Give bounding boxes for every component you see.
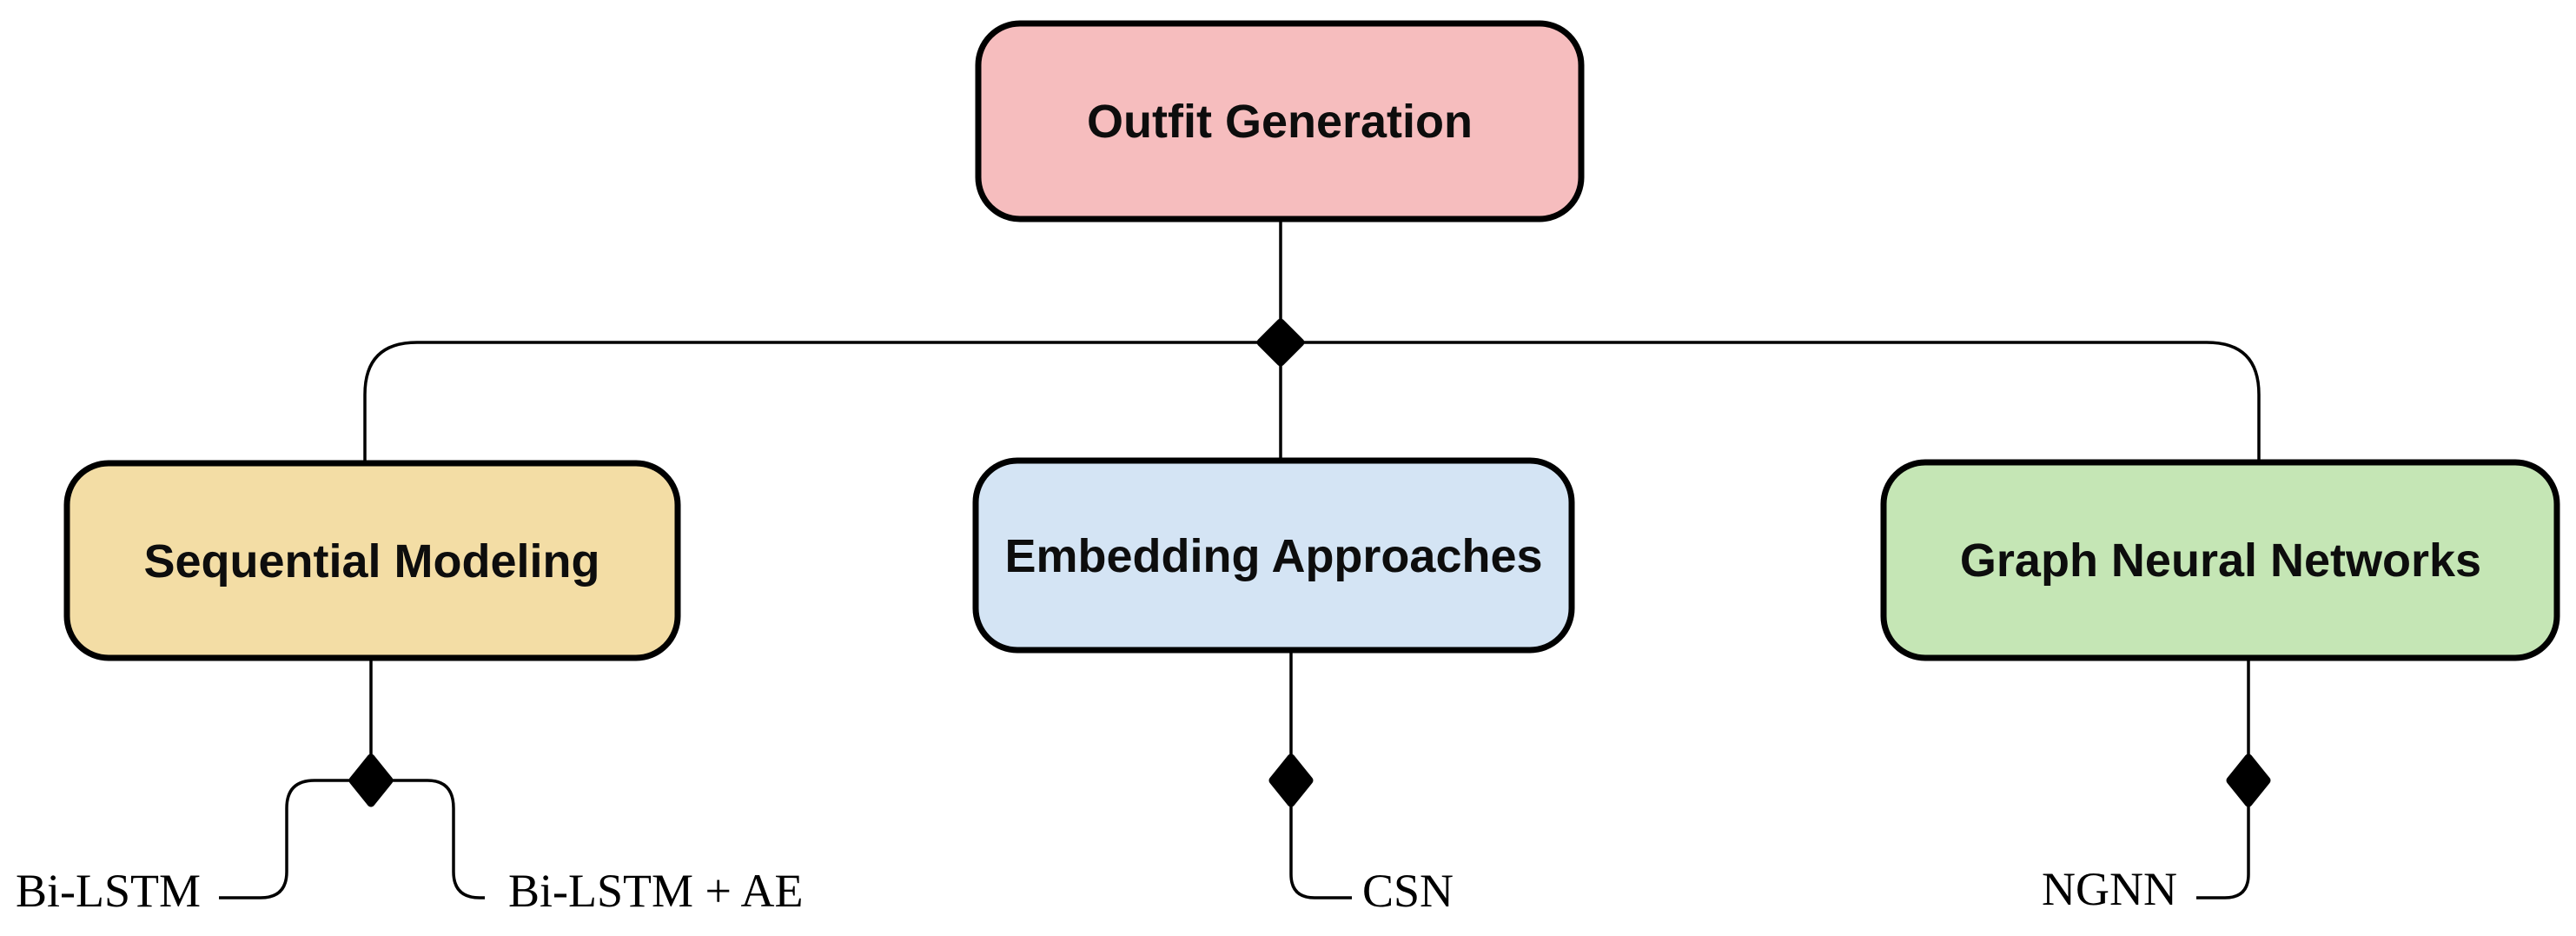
connector-to-bi-lstm: [219, 779, 371, 899]
diamond-graph-icon: [2226, 753, 2271, 807]
diamond-bus-junction-icon: [1256, 318, 1305, 367]
leaf-bi-lstm-label: Bi-LSTM: [16, 865, 201, 917]
diamond-embedding-icon: [1268, 753, 1314, 807]
node-graph-neural-networks: [1880, 459, 2560, 661]
node-graph-neural-networks-label: Graph Neural Networks: [1960, 534, 2481, 587]
leaf-bi-lstm-ae-label: Bi-LSTM + AE: [508, 865, 803, 917]
node-sequential-modeling: [63, 460, 681, 661]
node-embedding-approaches-label: Embedding Approaches: [1004, 530, 1542, 582]
connector-to-csn: [1289, 650, 1352, 899]
leaf-csn-label: CSN: [1362, 865, 1454, 917]
node-embedding-approaches: [972, 457, 1575, 654]
connector-to-bi-lstm-ae: [371, 779, 485, 899]
leaf-ngnn-label: NGNN: [2042, 863, 2177, 915]
node-sequential-modeling-label: Sequential Modeling: [143, 535, 599, 587]
connectors: [219, 219, 2261, 899]
leaf-labels: Bi-LSTM Bi-LSTM + AE CSN NGNN: [16, 863, 2177, 917]
diamond-sequential-icon: [348, 753, 394, 807]
junction-markers: [348, 318, 2271, 807]
node-outfit-generation: [975, 20, 1585, 222]
connector-bus: [363, 341, 2261, 463]
connector-to-ngnn: [2196, 658, 2250, 899]
node-outfit-generation-label: Outfit Generation: [1087, 96, 1473, 148]
nodes: Outfit Generation Sequential Modeling Em…: [63, 20, 2560, 661]
